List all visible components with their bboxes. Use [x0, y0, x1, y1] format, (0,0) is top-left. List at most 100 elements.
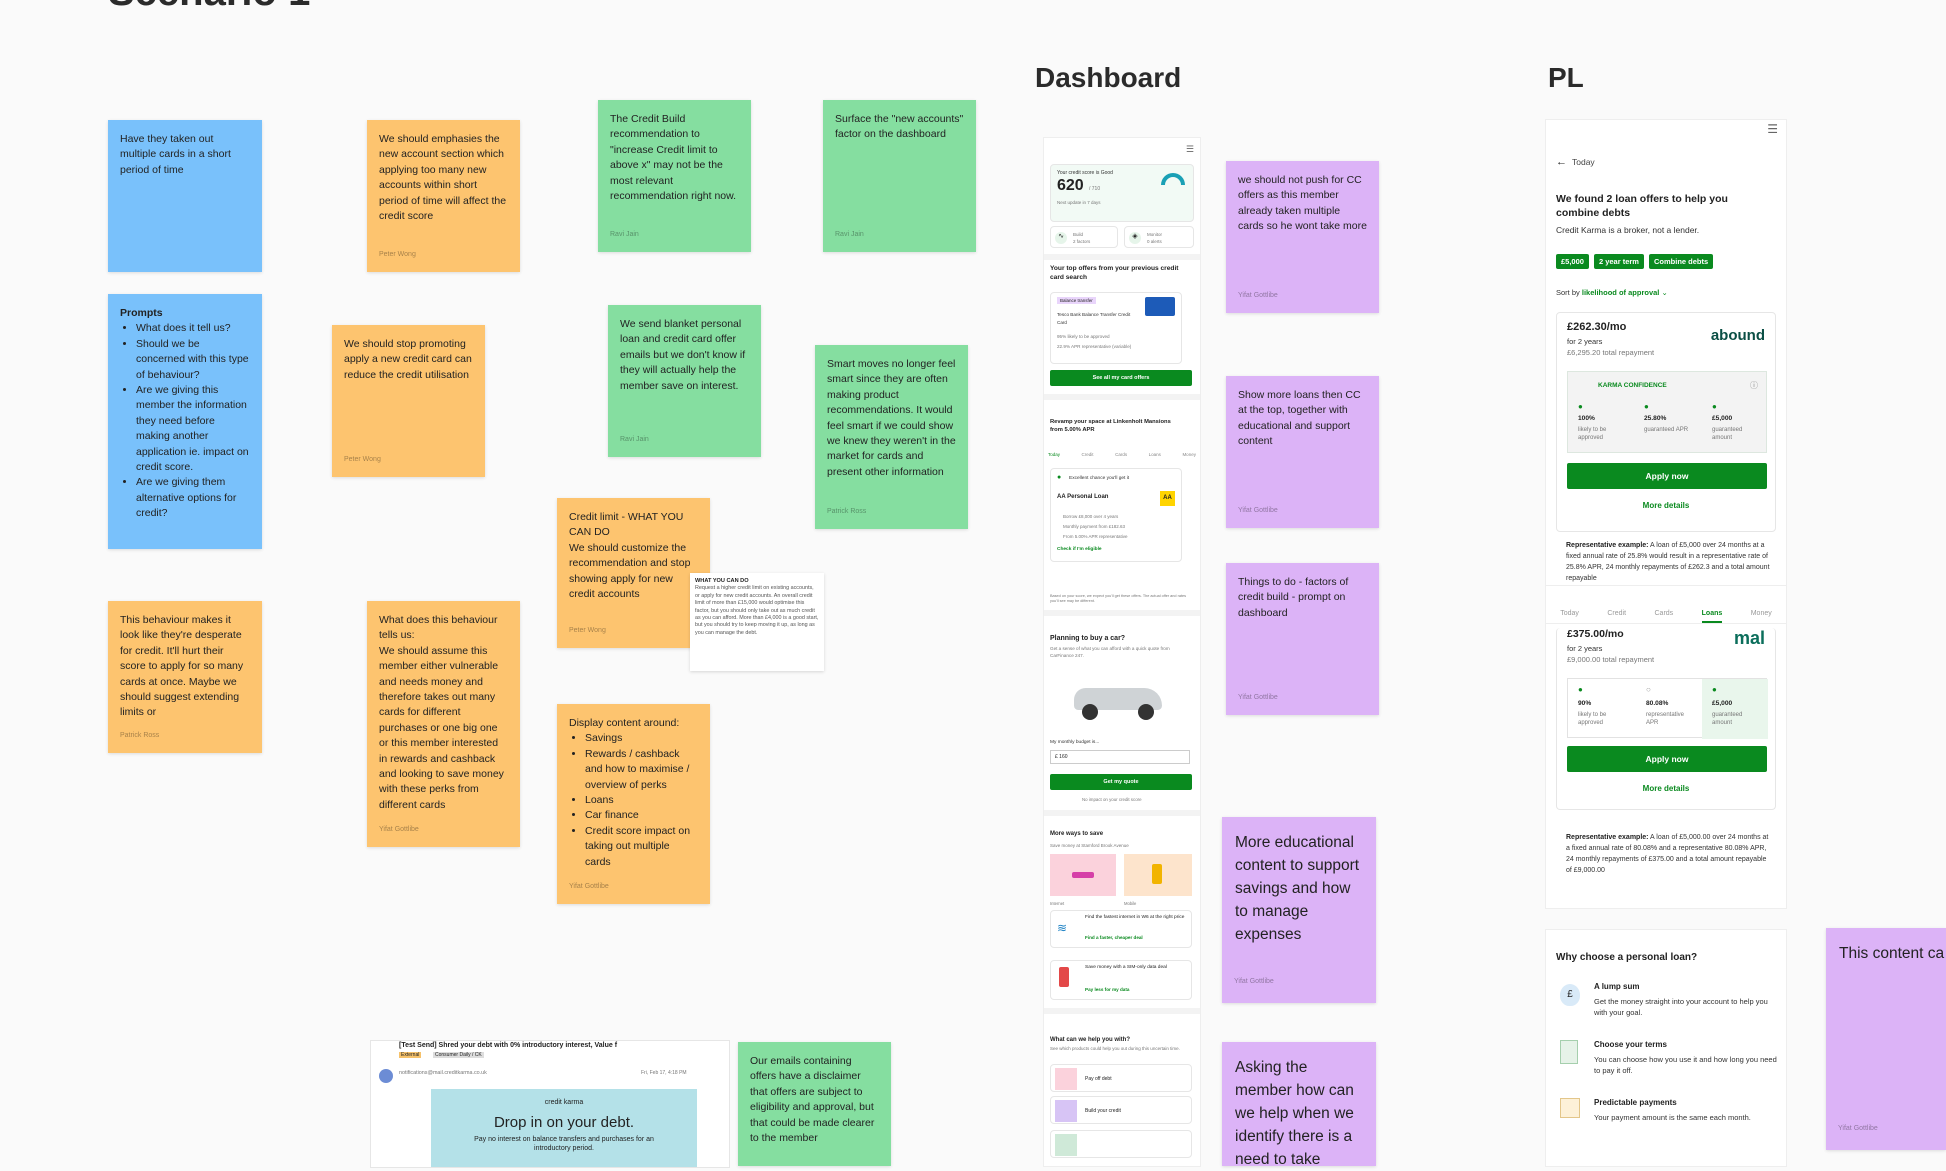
- chip-amount[interactable]: £5,000: [1556, 254, 1589, 269]
- nav-money[interactable]: Money: [1750, 610, 1772, 617]
- loan-offer-abound[interactable]: £262.30/mo for 2 years £6,295.20 total r…: [1556, 312, 1776, 532]
- offer-amount: £262.30/mo: [1567, 321, 1627, 333]
- build-icon: ∿: [1055, 232, 1067, 244]
- nav-today[interactable]: Today: [1048, 452, 1061, 457]
- stat-1-value: 100%: [1578, 415, 1595, 422]
- loan-line-3: From 5.00% APR representative: [1063, 534, 1128, 539]
- sticky-note-stop-promoting[interactable]: We should stop promoting apply a new cre…: [332, 325, 485, 477]
- sticky-note-credit-limit[interactable]: Credit limit - WHAT YOU CAN DO We should…: [557, 498, 710, 648]
- sticky-note-asking-member[interactable]: Asking the member how can we help when w…: [1222, 1042, 1376, 1168]
- nav-cards[interactable]: Cards: [1115, 452, 1128, 457]
- mobile-label: Mobile: [1124, 901, 1137, 906]
- sticky-note-smart-moves[interactable]: Smart moves no longer feel smart since t…: [815, 345, 968, 529]
- car-title: Planning to buy a car?: [1050, 635, 1126, 642]
- gauge-icon: [1161, 173, 1185, 185]
- help-sub: See which products could help you out du…: [1050, 1046, 1180, 1051]
- sticky-note-prompts[interactable]: Prompts What does it tell us? Should we …: [108, 294, 262, 549]
- nav-loans[interactable]: Loans: [1701, 586, 1723, 623]
- sticky-note-things-to-do[interactable]: Things to do - factors of credit build -…: [1226, 563, 1379, 715]
- fast-title: Find the fastest internet in W6 at the r…: [1085, 915, 1185, 920]
- check-eligible-link[interactable]: Check if I'm eligible: [1057, 547, 1102, 552]
- note-text: Credit limit - WHAT YOU CAN DO We should…: [569, 511, 691, 601]
- loan-offer-mal[interactable]: £375.00/mo for 2 years £9,000.00 total r…: [1556, 628, 1776, 810]
- sticky-note-new-accounts-factor[interactable]: Surface the "new accounts" factor on the…: [823, 100, 976, 252]
- sticky-note-desperate[interactable]: This behaviour makes it look like they'r…: [108, 601, 262, 753]
- budget-label: My monthly budget is...: [1050, 740, 1100, 745]
- note-text: Things to do - factors of credit build -…: [1238, 576, 1349, 619]
- note-author: Ravi Jain: [620, 435, 649, 443]
- money-bag-icon: £: [1560, 984, 1580, 1006]
- list-item: and how to maximise / overview of perks: [585, 763, 690, 791]
- note-author: Peter Wong: [569, 626, 606, 634]
- see-all-offers-button[interactable]: See all my card offers: [1050, 370, 1192, 386]
- list-item: Credit score impact on taking out multip…: [585, 824, 698, 870]
- apply-now-button[interactable]: Apply now: [1567, 463, 1767, 489]
- back-link[interactable]: Today: [1572, 157, 1595, 167]
- note-title: Display content around:: [569, 717, 680, 729]
- sort-prefix: Sort by: [1556, 288, 1580, 297]
- nav-credit[interactable]: Credit: [1607, 610, 1627, 617]
- sim-link[interactable]: Pay less for my data: [1085, 987, 1130, 992]
- chip-term[interactable]: 2 year term: [1593, 254, 1644, 269]
- sticky-note-emails-disclaimer[interactable]: Our emails containing offers have a disc…: [738, 1042, 891, 1166]
- sticky-note-more-loans[interactable]: Show more loans then CC at the top, toge…: [1226, 376, 1379, 528]
- nav-credit[interactable]: Credit: [1081, 452, 1094, 457]
- dashboard-heading: Dashboard: [1035, 62, 1182, 93]
- offer-total: £6,295.20 total repayment: [1567, 348, 1655, 357]
- sticky-note-blanket-emails[interactable]: We send blanket personal loan and credit…: [608, 305, 761, 457]
- menu-icon[interactable]: ☰: [1185, 144, 1194, 154]
- popup-body: Request a higher credit limit on existin…: [695, 585, 819, 636]
- stat-2-value: 25.80%: [1644, 415, 1667, 422]
- note-author: Patrick Ross: [827, 507, 867, 515]
- fast-link[interactable]: Find a faster, cheaper deal: [1085, 935, 1143, 940]
- monitor-tile[interactable]: ◈ Monitor 0 alerts: [1124, 226, 1194, 248]
- sticky-note-no-cc-push[interactable]: we should not push for CC offers as this…: [1226, 161, 1379, 313]
- nav-cards[interactable]: Cards: [1654, 610, 1674, 617]
- note-text: we should not push for CC offers as this…: [1238, 174, 1367, 233]
- card-offer[interactable]: Balance transfer Tesco Bank Balance Tran…: [1050, 292, 1182, 364]
- build-sub: 2 factors: [1073, 239, 1091, 244]
- nav-money[interactable]: Money: [1182, 452, 1196, 457]
- get-quote-button[interactable]: Get my quote: [1050, 774, 1192, 790]
- nav-loans[interactable]: Loans: [1148, 452, 1161, 457]
- loan-offer-card[interactable]: ● Excellent chance you'll get it AA Pers…: [1050, 468, 1182, 562]
- pay-off-debt-item[interactable]: Pay off debt: [1050, 1064, 1192, 1092]
- menu-icon[interactable]: ☰: [1767, 122, 1778, 136]
- router-icon: [1072, 872, 1094, 878]
- sticky-note-display-content[interactable]: Display content around: Savings Rewards …: [557, 704, 710, 904]
- back-arrow-icon[interactable]: ←: [1556, 156, 1567, 168]
- credit-score-card[interactable]: Your credit score is Good 620 / 710 Next…: [1050, 164, 1194, 222]
- nav-today[interactable]: Today: [1560, 610, 1579, 617]
- apply-now-button[interactable]: Apply now: [1567, 746, 1767, 772]
- sort-row[interactable]: Sort by likelihood of approval ⌄: [1556, 288, 1668, 297]
- build-tile[interactable]: ∿ Build 2 factors: [1050, 226, 1118, 248]
- sticky-note-behaviour[interactable]: What does this behaviour tells us: We sh…: [367, 601, 520, 847]
- sticky-note-content-prompt[interactable]: This content ca be more promp in the das…: [1826, 928, 1946, 1150]
- note-text: We should emphasies the new account sect…: [379, 133, 507, 223]
- sticky-note-new-account[interactable]: We should emphasies the new account sect…: [367, 120, 520, 272]
- sticky-note-multiple-cards[interactable]: Have they taken out multiple cards in a …: [108, 120, 262, 272]
- sticky-note-credit-build[interactable]: The Credit Build recommendation to "incr…: [598, 100, 751, 252]
- fast-internet-card[interactable]: ≋ Find the fastest internet in W6 at the…: [1050, 910, 1192, 948]
- email-headline: Drop in on your debt.: [493, 1114, 635, 1131]
- karma-confidence-panel: KARMA CONFIDENCE ⓘ ● 100% likely to be a…: [1567, 371, 1767, 453]
- score-value: 620: [1057, 177, 1084, 194]
- more-details-link[interactable]: More details: [1642, 501, 1690, 510]
- budget-input[interactable]: £ 160: [1050, 750, 1190, 764]
- chip-purpose[interactable]: Combine debts: [1648, 254, 1714, 269]
- email-tag-external: External: [399, 1052, 422, 1058]
- sticky-note-educational[interactable]: More educational content to support savi…: [1222, 817, 1376, 1003]
- list-item: Should we be concerned with this type of…: [136, 337, 250, 383]
- revamp-title: Revamp your space at Linkenholt Mansions…: [1050, 419, 1171, 433]
- more-details-link[interactable]: More details: [1642, 784, 1690, 793]
- card-name: Tesco Bank Balance Transfer Credit Card: [1057, 312, 1131, 325]
- why-item-1-desc: Get the money straight into your account…: [1594, 997, 1768, 1017]
- note-author: Yifat Gottlibe: [1234, 978, 1274, 985]
- build-credit-item[interactable]: Build your credit: [1050, 1096, 1192, 1124]
- sim-deal-card[interactable]: Save money with a SIM-only data deal Pay…: [1050, 960, 1192, 1000]
- why-personal-loan-section: Why choose a personal loan? £ A lump sum…: [1546, 930, 1786, 1166]
- why-item-3-title: Predictable payments: [1594, 1098, 1677, 1107]
- note-text: Smart moves no longer feel smart since t…: [827, 358, 956, 478]
- stat-3-label: guaranteed amount: [1712, 712, 1743, 726]
- sim-icon: [1059, 967, 1069, 987]
